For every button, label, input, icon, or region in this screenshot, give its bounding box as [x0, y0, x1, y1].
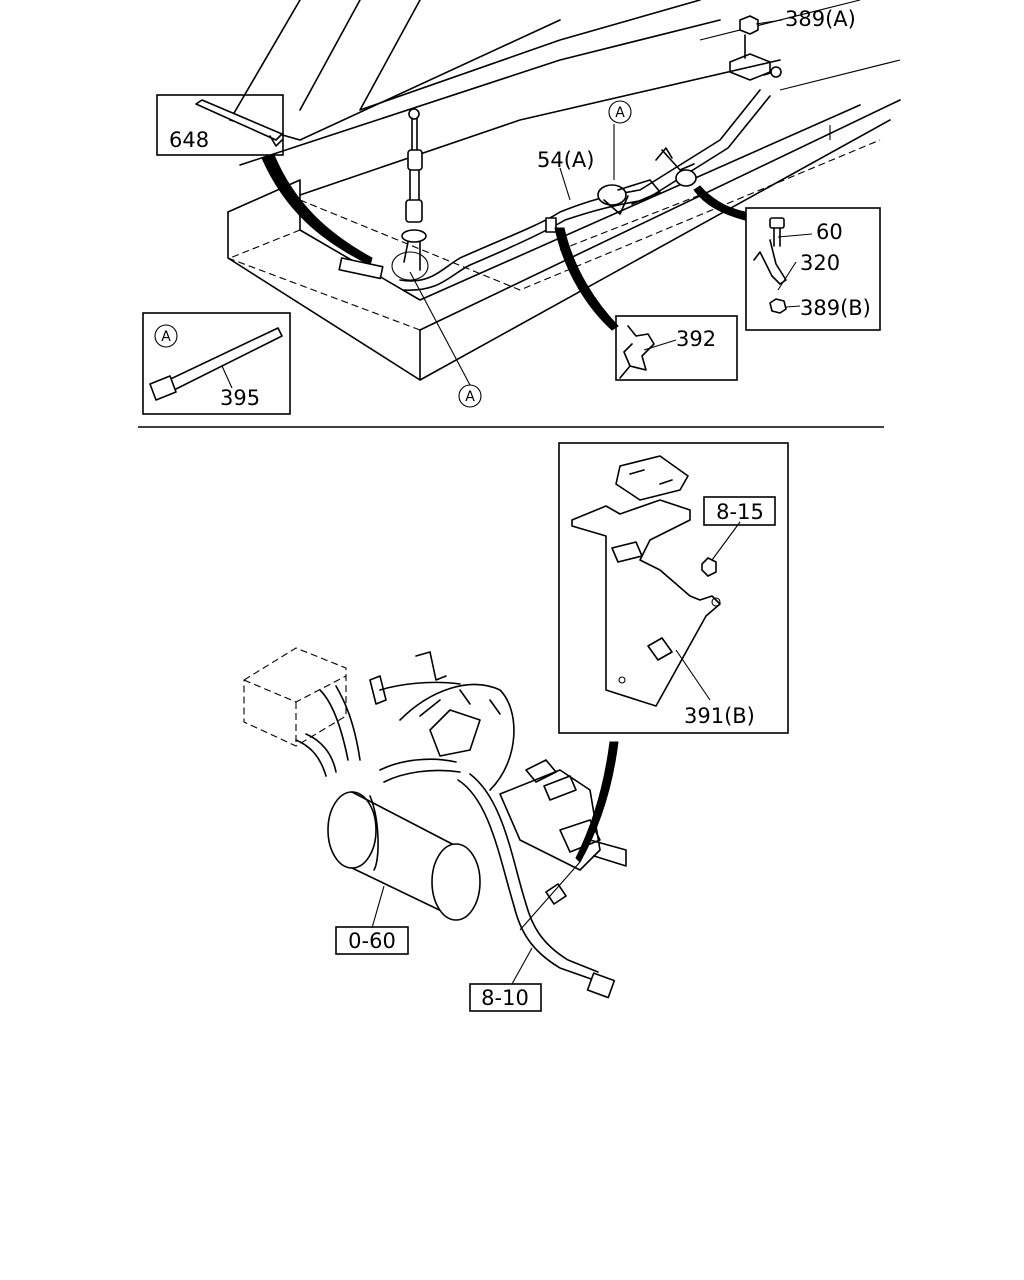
detail-box-bracket-391b: 8-15 391(B): [558, 442, 789, 734]
circle-a-text-1: A: [615, 105, 625, 121]
circle-a-marker-top: A: [608, 100, 632, 124]
circle-a-text-3: A: [161, 329, 171, 345]
label-8-10: 8-10: [481, 986, 529, 1010]
label-54a: 54(A): [537, 148, 594, 172]
leader-8-10: [511, 947, 533, 985]
label-320: 320: [800, 251, 840, 275]
frame-rail: [227, 0, 901, 381]
label-8-15: 8-15: [716, 500, 764, 524]
label-395: 395: [220, 386, 260, 410]
leader-0-60: [371, 885, 385, 929]
label-648: 648: [169, 128, 209, 152]
label-391b: 391(B): [684, 704, 755, 728]
callout-box-60-320-389b: 60 320 389(B): [745, 207, 881, 331]
label-392: 392: [676, 327, 716, 351]
callout-box-648: 648: [156, 94, 284, 156]
label-box-0-60: 0-60: [335, 926, 409, 955]
circle-a-text-2: A: [465, 389, 475, 405]
callout-box-392: 392: [615, 315, 738, 381]
label-60: 60: [816, 220, 843, 244]
leader-lines-upper: [221, 19, 813, 389]
label-389b: 389(B): [800, 296, 871, 320]
circle-a-marker-bottom: A: [458, 384, 482, 408]
label-389a: 389(A): [785, 7, 856, 31]
parking-brake-cable: [391, 15, 782, 291]
label-0-60: 0-60: [348, 929, 396, 953]
starter-motor-assembly: [243, 647, 627, 999]
pointer-curves: [261, 154, 746, 331]
label-box-8-10: 8-10: [469, 983, 542, 1012]
callout-box-395: A 395: [142, 312, 291, 415]
